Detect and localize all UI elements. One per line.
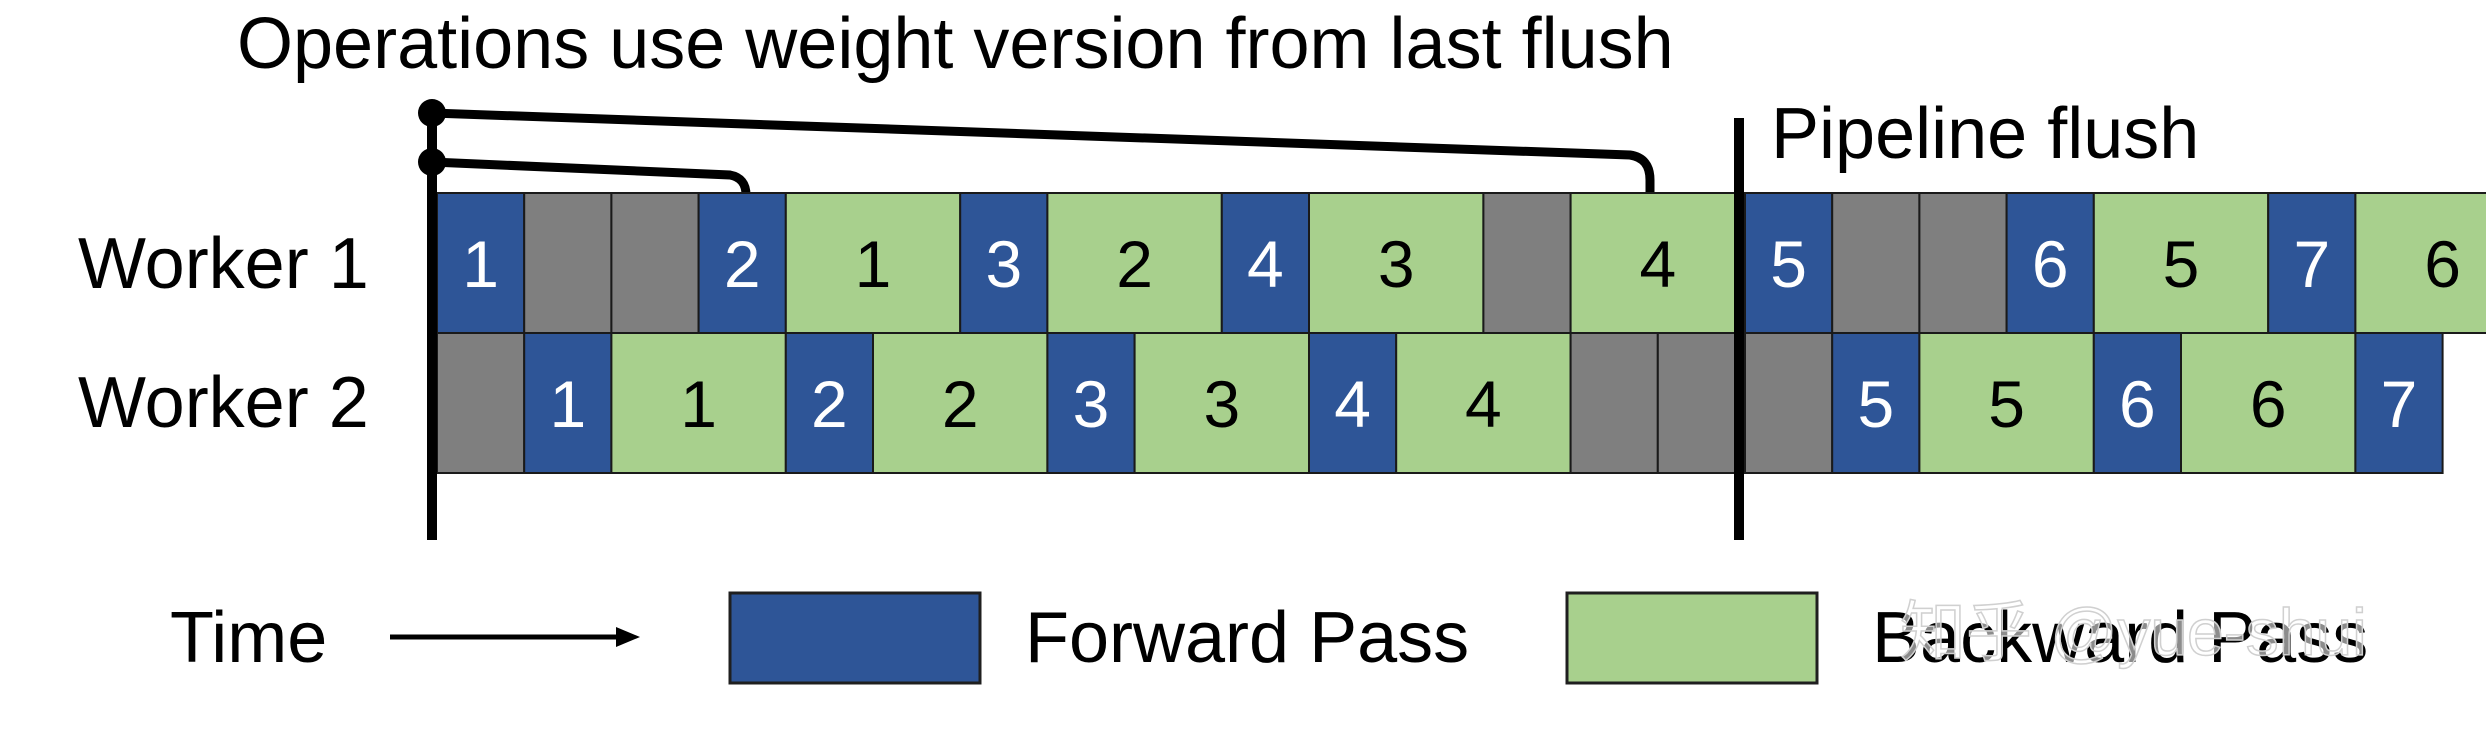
worker-2-forward-slot xyxy=(523,332,613,474)
worker-1-backward-microbatch-label: 4 xyxy=(1639,227,1676,301)
legend-forward-swatch xyxy=(728,591,982,685)
worker-2-backward-microbatch-label: 5 xyxy=(1988,367,2025,441)
worker-2-forward-slot xyxy=(784,332,874,474)
worker-2-label: Worker 2 xyxy=(78,363,369,443)
worker-1-idle-slot xyxy=(610,192,700,334)
legend-time-label: Time xyxy=(170,598,327,678)
worker-2-backward-slot xyxy=(1918,332,2095,474)
worker-2-backward-slot xyxy=(872,332,1049,474)
worker-2-backward-microbatch-label: 2 xyxy=(942,367,979,441)
worker-2-forward-slot xyxy=(1308,332,1398,474)
worker-1-forward-microbatch-label: 2 xyxy=(724,227,761,301)
diagram-title: Operations use weight version from last … xyxy=(237,4,1674,84)
worker-2-forward-microbatch-label: 2 xyxy=(811,367,848,441)
worker-1-forward-microbatch-label: 3 xyxy=(985,227,1022,301)
worker-1-backward-slot xyxy=(1046,192,1223,334)
worker-1-idle-slot xyxy=(1831,192,1921,334)
worker-2-backward-slot xyxy=(1395,332,1572,474)
worker-1-idle-slot xyxy=(1918,192,2008,334)
worker-1-forward-microbatch-label: 4 xyxy=(1247,227,1284,301)
worker-1-backward-microbatch-label: 2 xyxy=(1116,227,1153,301)
worker-1-backward-microbatch-label: 6 xyxy=(2424,227,2461,301)
worker-1-backward-microbatch-label: 3 xyxy=(1378,227,1415,301)
worker-1-label: Worker 1 xyxy=(78,224,369,304)
legend-backward-label: Backward Pass xyxy=(1872,598,2368,678)
worker-2-forward-microbatch-label: 3 xyxy=(1073,367,1110,441)
worker-1-forward-slot xyxy=(436,192,526,334)
worker-2-forward-slot xyxy=(2354,332,2444,474)
pipeline-flush-label: Pipeline flush xyxy=(1771,94,2199,174)
worker-1-forward-microbatch-label: 6 xyxy=(2032,227,2069,301)
worker-2-idle-slot xyxy=(1744,332,1834,474)
worker-2-forward-slot xyxy=(1046,332,1136,474)
worker-2-backward-microbatch-label: 4 xyxy=(1465,367,1502,441)
worker-2-idle-slot xyxy=(436,332,526,474)
worker-2-idle-slot xyxy=(1656,332,1747,474)
worker-1-forward-slot xyxy=(2267,192,2357,334)
worker-2-idle-slot xyxy=(1569,332,1659,474)
worker-1-forward-microbatch-label: 7 xyxy=(2293,227,2330,301)
legend: Time Forward Pass Backward Pass xyxy=(170,591,2368,685)
worker-1-forward-microbatch-label: 5 xyxy=(1770,227,1807,301)
worker-1-backward-microbatch-label: 1 xyxy=(855,227,892,301)
worker-2-forward-microbatch-label: 1 xyxy=(549,367,586,441)
worker-1-backward-slot xyxy=(1308,192,1485,334)
worker-1-forward-slot xyxy=(1744,192,1834,334)
worker-2-forward-microbatch-label: 5 xyxy=(1857,367,1894,441)
worker-1-forward-microbatch-label: 1 xyxy=(462,227,499,301)
worker-1-forward-slot xyxy=(2005,192,2095,334)
worker-2-backward-slot xyxy=(1133,332,1310,474)
worker-1-backward-slot xyxy=(2092,192,2270,334)
time-arrow-head xyxy=(616,627,640,647)
worker-2-backward-microbatch-label: 1 xyxy=(680,367,717,441)
worker-2-backward-slot xyxy=(2180,332,2357,474)
legend-backward-swatch xyxy=(1565,591,1819,685)
worker-1-idle-slot xyxy=(1482,192,1572,334)
worker-1-idle-slot xyxy=(523,192,613,334)
worker-1-backward-slot xyxy=(2354,192,2486,334)
legend-forward-label: Forward Pass xyxy=(1025,598,1469,678)
bracket-long xyxy=(431,108,1655,218)
worker-2-forward-microbatch-label: 6 xyxy=(2119,367,2156,441)
worker-2-forward-microbatch-label: 7 xyxy=(2381,367,2418,441)
worker-2-forward-slot xyxy=(2092,332,2183,474)
worker-1-backward-microbatch-label: 5 xyxy=(2163,227,2200,301)
worker-2-backward-slot xyxy=(610,332,787,474)
watermark: 知乎 @yue-shui xyxy=(1900,595,2367,669)
worker-2-forward-microbatch-label: 4 xyxy=(1334,367,1371,441)
worker-2-backward-microbatch-label: 6 xyxy=(2250,367,2287,441)
worker-2-backward-microbatch-label: 3 xyxy=(1203,367,1240,441)
worker-1-backward-slot xyxy=(1569,192,1746,334)
